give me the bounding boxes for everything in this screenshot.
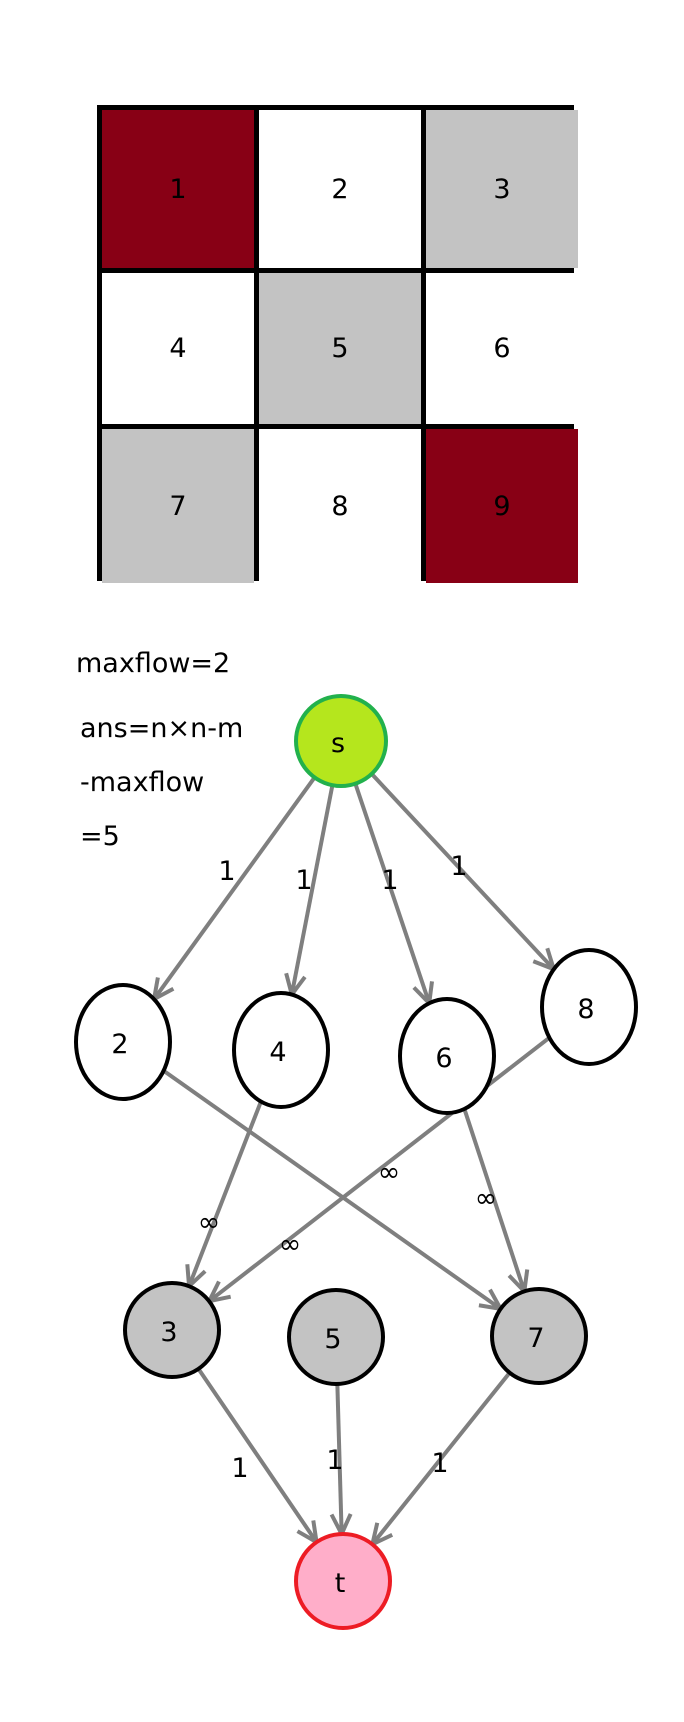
node-circle (294, 1532, 392, 1630)
node-circle (287, 1288, 385, 1386)
edge-2-7 (162, 1069, 502, 1311)
node-circle (294, 694, 388, 788)
grid-cell: 6 (426, 273, 578, 424)
arrowhead-icon (478, 1303, 501, 1311)
node-circle (74, 983, 172, 1101)
arrowhead-icon (153, 986, 175, 1001)
node-label: 5 (324, 1324, 341, 1355)
grid-cell: 4 (102, 273, 254, 424)
grid-cell: 1 (102, 110, 254, 268)
node-circle (540, 948, 638, 1066)
grid-cell: 9 (426, 429, 578, 583)
edge-s-6 (353, 783, 432, 1004)
grid-cell: 2 (259, 110, 421, 268)
node-circle (123, 1281, 221, 1379)
arrowhead-icon (545, 947, 556, 970)
maxflow-note: maxflow=2 (76, 648, 231, 679)
edge-capacity-label: 1 (218, 856, 235, 887)
arrowhead-icon (427, 981, 434, 1004)
node-circle (490, 1287, 588, 1385)
graph-node-5: 5 (287, 1288, 385, 1386)
grid-cell: 3 (426, 110, 578, 268)
grid-cell: 5 (259, 273, 421, 424)
edge-capacity-label: 1 (431, 1448, 448, 1479)
arrowhead-icon (296, 1529, 318, 1544)
node-label: 7 (527, 1323, 544, 1354)
edge-4-3 (187, 1100, 263, 1287)
arrowhead-icon (507, 1274, 526, 1293)
edge-capacity-label: ∞ (475, 1183, 498, 1214)
graph-node-3: 3 (123, 1281, 221, 1379)
arrowhead-icon (370, 1522, 380, 1545)
arrowhead-icon (311, 1520, 319, 1543)
graph-node-s: s (294, 694, 388, 788)
edge-capacity-label: 1 (231, 1453, 248, 1484)
arrowhead-icon (290, 975, 307, 996)
node-label: 3 (160, 1317, 177, 1348)
graph-node-7: 7 (490, 1287, 588, 1385)
arrowhead-icon (412, 986, 431, 1005)
arrowhead-icon (488, 1288, 503, 1310)
node-label: 8 (577, 994, 594, 1025)
edge-capacity-label: ∞ (198, 1207, 221, 1238)
arrowhead-icon (185, 1264, 192, 1287)
graph-node-8: 8 (540, 948, 638, 1066)
edge-capacity-label: 1 (326, 1445, 343, 1476)
arrowhead-icon (329, 1513, 344, 1535)
grid-cell: 8 (259, 429, 421, 583)
edge-capacity-label: 1 (295, 865, 312, 896)
node-circle (398, 997, 496, 1115)
node-label: 4 (269, 1037, 286, 1068)
edge-s-8 (370, 772, 556, 971)
node-label: s (331, 728, 345, 759)
edge-8-3 (207, 1036, 551, 1303)
edge-capacity-label: 1 (381, 865, 398, 896)
ans-formula-line2: -maxflow (80, 767, 205, 798)
edge-capacity-label: 1 (450, 851, 467, 882)
node-label: t (335, 1568, 346, 1599)
arrowhead-icon (532, 959, 555, 972)
ans-formula-line3: =5 (80, 821, 120, 852)
graph-node-6: 6 (398, 997, 496, 1115)
ans-formula-line1: ans=n×n-m (80, 713, 244, 744)
node-circle (232, 991, 330, 1109)
node-label: 2 (111, 1029, 128, 1060)
grid-board: 1 2 3 4 5 6 7 8 9 (97, 105, 578, 583)
arrowhead-icon (207, 1280, 221, 1303)
arrowhead-icon (284, 972, 294, 996)
graph-node-t: t (294, 1532, 392, 1630)
arrowhead-icon (187, 1269, 207, 1288)
edge-7-t (370, 1371, 512, 1546)
edge-5-t (335, 1383, 344, 1535)
graph-node-2: 2 (74, 983, 172, 1101)
edge-s-2 (152, 776, 317, 1001)
arrowhead-icon (208, 1294, 232, 1304)
edge-6-7 (462, 1108, 527, 1292)
graph-node-4: 4 (232, 991, 330, 1109)
arrowhead-icon (152, 977, 160, 1000)
edge-3-t (196, 1367, 319, 1544)
arrowhead-icon (371, 1533, 394, 1547)
arrowhead-icon (339, 1513, 353, 1535)
grid-cell: 7 (102, 429, 254, 583)
edge-s-4 (289, 784, 335, 995)
node-label: 6 (435, 1043, 452, 1074)
arrowhead-icon (522, 1269, 530, 1292)
edge-capacity-label: ∞ (378, 1157, 401, 1188)
edge-capacity-label: ∞ (279, 1229, 302, 1260)
